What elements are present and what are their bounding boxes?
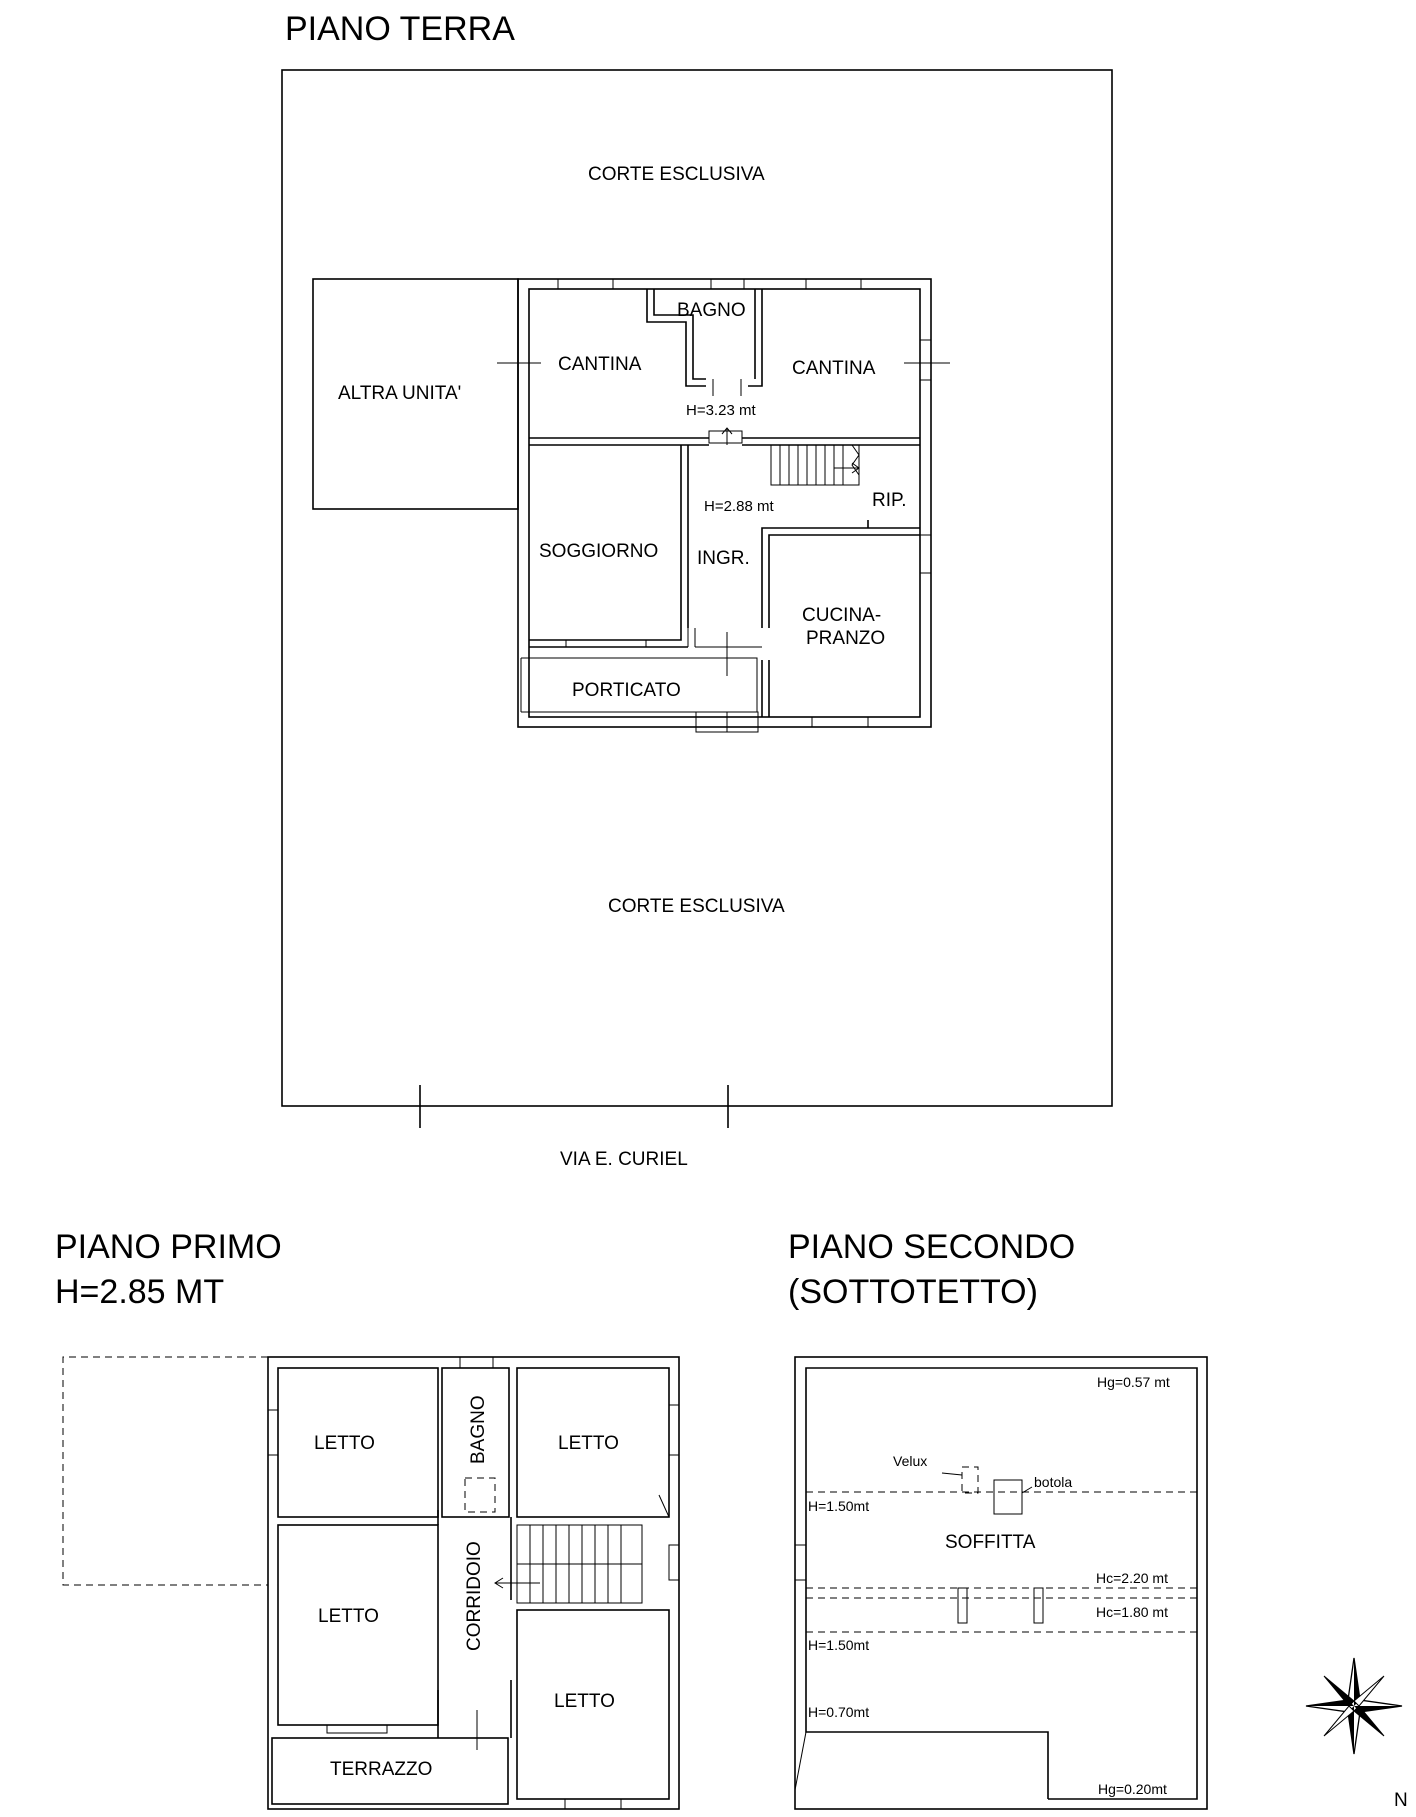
bed-top-left-label: LETTO xyxy=(314,1433,375,1454)
window xyxy=(267,1409,279,1456)
second-floor-plan: PIANO SECONDO (SOTTOTETTO) Hg=0.57 mt Ve… xyxy=(788,1228,1208,1810)
window xyxy=(557,278,614,290)
staircase-ground xyxy=(770,444,860,486)
bathroom-wall xyxy=(653,289,706,380)
second-floor-subtitle: (SOTTOTETTO) xyxy=(788,1273,1038,1311)
terrace-outline xyxy=(271,1737,509,1805)
bed-top-right-label: LETTO xyxy=(558,1433,619,1454)
hatch xyxy=(993,1479,1023,1515)
second-floor-title: PIANO SECONDO xyxy=(788,1228,1075,1266)
window xyxy=(564,1798,622,1810)
kitchen-wall xyxy=(768,534,920,628)
hatch-outline xyxy=(464,1477,496,1513)
attic-room-label: SOFFITTA xyxy=(945,1532,1036,1553)
entrance-label: INGR. xyxy=(697,548,750,569)
post xyxy=(1033,1587,1044,1624)
attic-outer-wall xyxy=(794,1356,1208,1810)
velux-label: Velux xyxy=(893,1453,927,1469)
window xyxy=(710,278,745,290)
h-lower-label: H=1.50mt xyxy=(808,1637,869,1653)
compass-rose-icon xyxy=(1305,1657,1403,1755)
window xyxy=(326,1724,388,1734)
first-floor-plan: PIANO PRIMO H=2.85 MT xyxy=(55,1228,680,1810)
terrace-label: TERRAZZO xyxy=(330,1759,432,1780)
door-arrow-head xyxy=(721,427,733,435)
bed-mid-left-label: LETTO xyxy=(318,1606,379,1627)
velux-window xyxy=(961,1466,979,1494)
window xyxy=(459,1356,494,1369)
north-label: N xyxy=(1394,1790,1408,1811)
hc-180-label: Hc=1.80 mt xyxy=(1096,1604,1168,1620)
h-upper-label: H=1.50mt xyxy=(808,1498,869,1514)
hc-220-label: Hc=2.20 mt xyxy=(1096,1570,1168,1586)
hg-top-label: Hg=0.57 mt xyxy=(1097,1374,1170,1390)
porch-label: PORTICATO xyxy=(572,680,681,701)
street-label: VIA E. CURIEL xyxy=(560,1149,688,1170)
bathroom-wall xyxy=(748,289,763,387)
window xyxy=(565,639,647,648)
wall-detail xyxy=(794,1731,807,1791)
bathroom-wall xyxy=(646,289,706,387)
storage-label: RIP. xyxy=(872,490,907,511)
court-top-label: CORTE ESCLUSIVA xyxy=(588,164,765,185)
hg-bottom-label: Hg=0.20mt xyxy=(1098,1781,1167,1797)
first-floor-title: PIANO PRIMO xyxy=(55,1228,282,1266)
window xyxy=(805,278,862,290)
window xyxy=(794,1544,807,1581)
hatch-label: botola xyxy=(1034,1474,1072,1490)
first-floor-height: H=2.85 MT xyxy=(55,1273,224,1311)
main-height-label: H=2.88 mt xyxy=(704,498,774,515)
window xyxy=(668,1404,680,1456)
corridor-label: CORRIDOIO xyxy=(464,1541,485,1651)
window xyxy=(811,716,869,728)
cellar-right-label: CANTINA xyxy=(792,358,876,379)
kitchen-label-line1: CUCINA- xyxy=(802,605,881,626)
ground-floor-title: PIANO TERRA xyxy=(285,10,515,48)
ground-floor-plan: PIANO TERRA CORTE ESCLUSIVA CORTE ESCLUS… xyxy=(281,10,1113,1170)
attic-inner-wall xyxy=(805,1367,1198,1800)
wall-detail xyxy=(658,1494,670,1518)
bathroom-label: BAGNO xyxy=(677,300,746,321)
door-opening xyxy=(708,430,743,444)
porch-outline xyxy=(521,657,758,712)
bathroom-label: BAGNO xyxy=(468,1395,489,1464)
adjacent-unit-outline xyxy=(62,1356,268,1586)
h-070-label: H=0.70mt xyxy=(808,1704,869,1720)
property-boundary xyxy=(281,69,1113,1107)
court-bottom-label: CORTE ESCLUSIVA xyxy=(608,896,785,917)
post xyxy=(957,1587,968,1624)
velux-leader xyxy=(941,1472,963,1476)
cellar-height-label: H=3.23 mt xyxy=(686,402,756,419)
window xyxy=(668,1544,680,1581)
hatch-leader xyxy=(1021,1486,1033,1494)
living-label: SOGGIORNO xyxy=(539,541,658,562)
bed-bottom-right-label: LETTO xyxy=(554,1691,615,1712)
window xyxy=(919,339,932,381)
staircase-first xyxy=(494,1524,643,1604)
cellar-left-label: CANTINA xyxy=(558,354,642,375)
window xyxy=(919,534,932,574)
kitchen-label-line2: PRANZO xyxy=(806,628,885,649)
other-unit-label: ALTRA UNITA' xyxy=(338,383,461,404)
